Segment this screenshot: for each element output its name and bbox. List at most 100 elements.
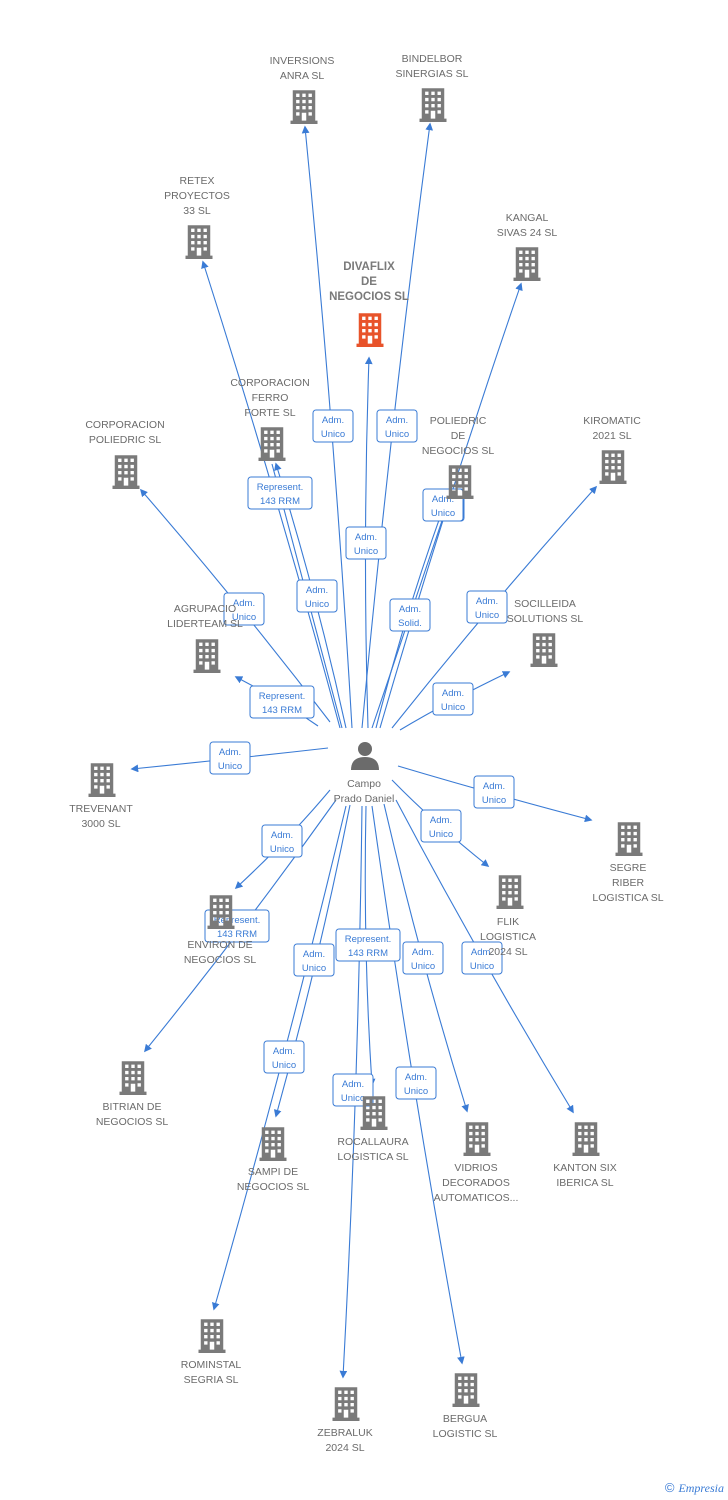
node-label: 3000 SL [81,818,120,830]
node-label: NEGOCIOS SL [422,445,495,457]
edge-label-socilleida[interactable]: Adm.Unico [432,682,474,716]
edge-label-retex-text: Adm. [306,585,328,596]
node-label: DECORADOS [442,1177,510,1189]
node-label: PROYECTOS [164,190,230,202]
edge-label-corpferro[interactable]: Represent.143 RRM [247,476,313,510]
edge-label-rocallaura-text: Represent. [345,934,391,945]
node-label: NEGOCIOS SL [184,954,257,966]
edge-label-poliedric[interactable]: Adm.Solid. [389,598,431,632]
edge-label-inversions-text: Unico [321,429,345,440]
node-vidrios[interactable]: VIDRIOSDECORADOSAUTOMATICOS... [434,1122,519,1204]
edge-label-kanton[interactable]: Adm.Unico [461,941,503,975]
node-environ[interactable]: ENVIRON DE NEGOCIOS SL [184,895,257,966]
edge-label-kiromatic[interactable]: Adm. Unico [466,590,508,624]
edge-label-bitrian[interactable]: Represent.143 RRM [204,909,270,943]
edge-label-poliedric-text: Adm. [399,604,421,615]
node-label: SINERGIAS SL [396,68,469,80]
edge-label-kiromatic-text: Unico [475,610,499,621]
building-icon [615,822,643,856]
node-label: IBERICA SL [556,1177,613,1189]
building-icon [119,1061,147,1095]
edge-label-trevenant[interactable]: Adm.Unico [209,741,251,775]
edge-label-rocallaura-box [335,928,401,962]
edge-label-rocallaura[interactable]: Represent.143 RRM [335,928,401,962]
edge-label-bergua[interactable]: Adm.Unico [395,1066,437,1100]
node-label: CORPORACION [230,377,309,389]
node-label: INVERSIONS [270,55,335,67]
edge-label-divaflix[interactable]: Adm. Unico [345,526,387,560]
node-label: SOCILLEIDA [514,598,576,610]
edge-label-divaflix-text: Unico [354,546,378,557]
node-label: DE [451,430,466,442]
edge-label-corppoliedric[interactable]: Adm.Unico [223,592,265,626]
person-icon-body [351,757,379,770]
building-icon [360,1096,388,1130]
edge-label-retex[interactable]: Adm.Unico [296,579,338,613]
edge-label-retex-box [296,579,338,613]
edge-label-bitrian-box [204,909,270,943]
edge-label-corppoliedric-text: Adm. [233,598,255,609]
building-icon [530,633,558,667]
edge-label-bindelbor[interactable]: Adm.Unico [376,409,418,443]
edge-label-segre-text: Adm. [483,781,505,792]
edge-label-environ-text: Unico [270,844,294,855]
edge-label-socilleida-box [432,682,474,716]
building-icon [463,1122,491,1156]
building-icon [193,639,221,673]
node-label: ZEBRALUK [317,1427,372,1439]
edge-label-zebraluk[interactable]: Adm.Unico [332,1073,374,1107]
footer-brand[interactable]: ©Empresia [665,1480,724,1496]
edge-labels-layer: Adm.UnicoAdm.UnicoAdm.UnicoAdm.UnicoAdm.… [204,409,515,1107]
node-label: POLIEDRIC [430,415,487,427]
edge-label-poliedric-unico-text: Adm. [432,494,454,505]
node-poliedric[interactable]: POLIEDRIC DE NEGOCIOS SL [422,415,495,499]
node-label: BERGUA [443,1413,487,1425]
edge-label-inversions[interactable]: Adm.Unico [312,409,354,443]
edge-label-kiromatic-text: Adm. [476,596,498,607]
edge-label-environ-text: Adm. [271,830,293,841]
edge-label-agrupacio[interactable]: Represent.143 RRM [249,685,315,719]
node-label: DE [361,276,377,288]
edge-label-kanton-box [461,941,503,975]
node-label: SIVAS 24 SL [497,227,558,239]
edge-label-bitrian-text: Represent. [214,915,260,926]
edge-label-flik-text: Unico [429,829,453,840]
building-icon [332,1387,360,1421]
building-icon [258,427,286,461]
node-label: LOGISTICA [480,931,536,943]
edge-label-vidrios[interactable]: Adm.Unico [402,941,444,975]
edge-label-divaflix-text: Adm. [355,532,377,543]
edge-label-rominstal[interactable]: Adm.Unico [293,943,335,977]
edge-label-sampi[interactable]: Adm.Unico [263,1040,305,1074]
person-label: Campo [347,778,381,790]
node-label: SAMPI DE [248,1166,298,1178]
node-label: ENVIRON DE [187,939,252,951]
edge-label-environ[interactable]: Adm. Unico [261,824,303,858]
edge-label-flik[interactable]: Adm.Unico [420,809,462,843]
node-label: SEGRIA SL [184,1374,239,1386]
edge-label-corpferro-text: 143 RRM [260,496,300,507]
edge-label-segre[interactable]: Adm.Unico [473,775,515,809]
